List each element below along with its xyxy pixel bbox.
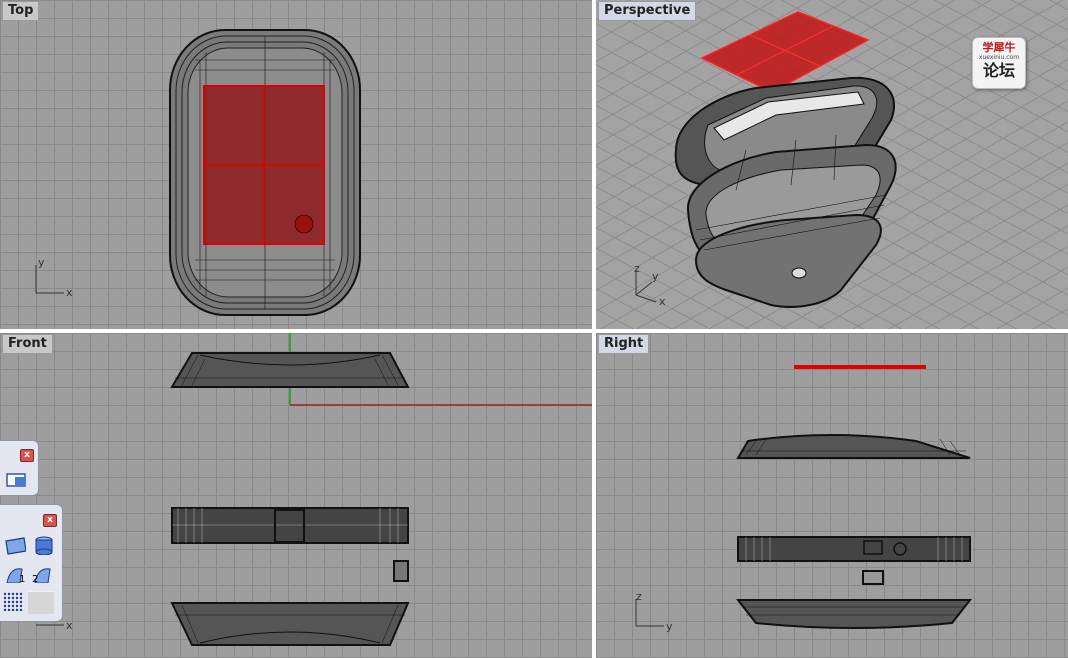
top-model-wireframe: y x (35, 29, 361, 316)
axis-x-label: x (66, 286, 73, 299)
point-grid-icon[interactable] (2, 591, 24, 611)
loft-two-icon[interactable] (32, 563, 54, 583)
viewport-label-top[interactable]: Top (2, 1, 40, 21)
tool-label-two: 2 (32, 574, 39, 585)
toolbar-empty-slot (28, 591, 54, 614)
viewport-label-right[interactable]: Right (598, 334, 650, 354)
cylinder-icon[interactable] (32, 535, 54, 555)
watermark-site: xuexiniu.com (978, 54, 1020, 61)
perspective-model-wireframe: z y x (634, 11, 897, 308)
close-button[interactable]: x (20, 449, 34, 462)
axis-y-label: y (38, 256, 45, 269)
viewport-top[interactable]: y x Top (0, 0, 592, 329)
floating-toolbar-large[interactable]: x 1 2 (0, 504, 63, 622)
tool-label-one: 1 (19, 574, 26, 585)
axis-z-label: z (636, 590, 642, 603)
viewport-label-perspective[interactable]: Perspective (598, 1, 697, 21)
watermark-title: 学犀牛 (982, 41, 1016, 54)
loft-one-icon[interactable] (4, 563, 26, 583)
axis-y-label: y (666, 620, 673, 633)
watermark-sub: 论坛 (982, 61, 1015, 80)
axis-z-label: z (634, 262, 640, 275)
axis-x-label: x (659, 295, 666, 308)
viewport-right[interactable]: z y Right (596, 333, 1068, 658)
site-watermark-logo: 学犀牛 xuexiniu.com 论坛 (972, 37, 1026, 89)
viewport-perspective[interactable]: z y x Perspective (596, 0, 1068, 329)
right-model-wireframe: z y (635, 365, 973, 633)
viewport-label-front[interactable]: Front (2, 334, 53, 354)
axis-y-label: y (652, 270, 659, 283)
front-model-wireframe: x (36, 333, 592, 646)
plane-surface-icon[interactable] (4, 535, 26, 555)
axis-x-label: x (66, 619, 73, 632)
window-layout-icon[interactable] (6, 471, 28, 491)
floating-toolbar-small[interactable]: x (0, 440, 39, 496)
viewport-front[interactable]: x Front (0, 333, 592, 658)
close-button[interactable]: x (43, 514, 57, 527)
